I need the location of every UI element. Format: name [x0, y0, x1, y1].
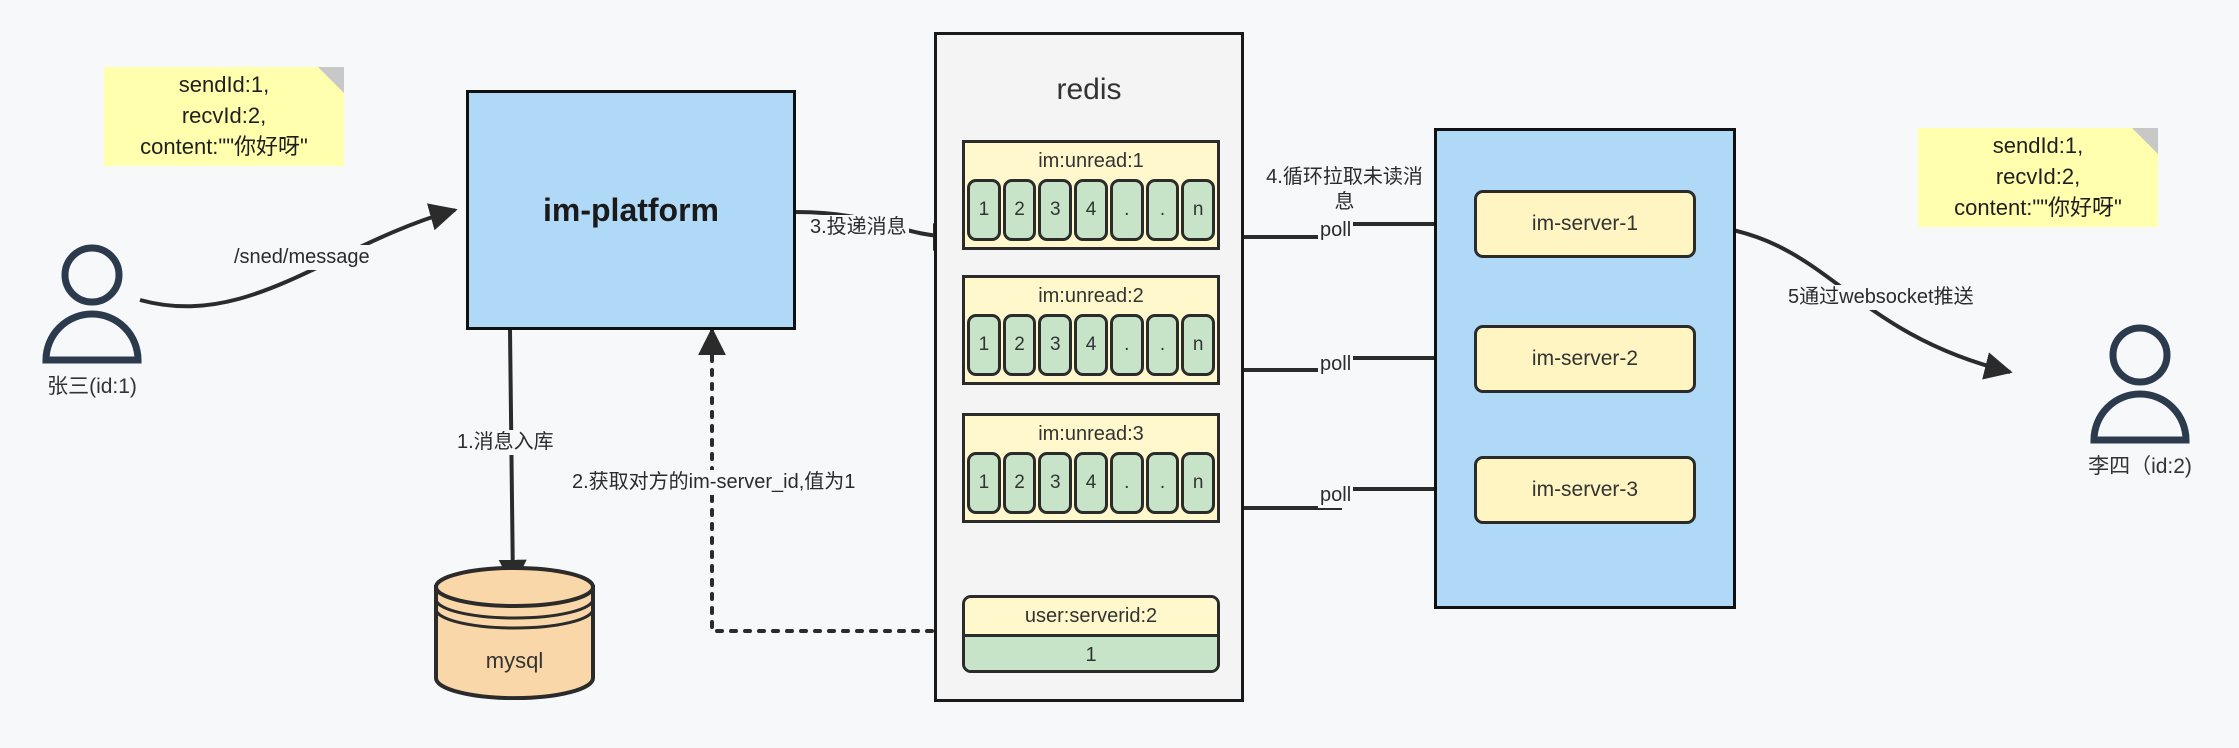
queue-cell: n: [1181, 314, 1216, 376]
queue-cell: 3: [1038, 314, 1073, 376]
user-icon: [2090, 324, 2190, 444]
node-im-server-1[interactable]: im-server-1: [1474, 190, 1696, 258]
redis-kv-user-serverid: user:serverid:2 1: [962, 595, 1220, 673]
edge-label-step4: 4.循环拉取未读消息: [1255, 165, 1434, 215]
note-right-text: sendId:1, recvId:2, content:""你好呀": [1954, 132, 2122, 221]
im-server-1-label: im-server-1: [1531, 212, 1639, 235]
edge-label-step2: 2.获取对方的im-server_id,值为1: [570, 470, 858, 495]
queue-cell: 4: [1074, 314, 1108, 376]
queue-cell: 2: [1002, 452, 1037, 514]
edge-label-step5: 5通过websocket推送: [1786, 285, 1976, 310]
queue-1-cells: 1 2 3 4 . . n: [965, 179, 1217, 244]
queue-2-cells: 1 2 3 4 . . n: [965, 314, 1217, 379]
queue-cell: 2: [1002, 314, 1037, 376]
edge-platform-to-mysql: [498, 329, 527, 588]
node-im-server-3[interactable]: im-server-3: [1474, 456, 1696, 524]
database-cylinder-icon: [434, 566, 595, 701]
note-right: sendId:1, recvId:2, content:""你好呀": [1918, 128, 2158, 227]
queue-cell: 4: [1074, 452, 1108, 514]
edge-label-step3: 3.投递消息: [808, 215, 909, 240]
queue-cell: 4: [1074, 179, 1108, 241]
kv-key: user:serverid:2: [965, 598, 1217, 634]
queue-3-key: im:unread:3: [965, 416, 1217, 452]
actor-sender: 张三(id:1): [32, 240, 152, 398]
queue-cell: .: [1109, 179, 1144, 241]
queue-cell: 3: [1038, 179, 1073, 241]
im-server-3-label: im-server-3: [1531, 478, 1639, 501]
note-left-text: sendId:1, recvId:2, content:""你好呀": [140, 71, 308, 160]
queue-cell: .: [1145, 179, 1180, 241]
user-icon: [42, 244, 142, 364]
redis-queue-2: im:unread:2 1 2 3 4 . . n: [962, 275, 1220, 385]
im-server-2-label: im-server-2: [1531, 347, 1639, 370]
actor-receiver: 李四（id:2): [2080, 320, 2200, 478]
note-left: sendId:1, recvId:2, content:""你好呀": [104, 67, 344, 166]
edge-label-poll-1: poll: [1318, 218, 1354, 243]
kv-value: 1: [965, 634, 1217, 670]
edge-label-poll-2: poll: [1318, 352, 1354, 377]
note-fold-icon: [2132, 128, 2158, 154]
im-platform-label: im-platform: [543, 191, 719, 228]
queue-cell: 1: [967, 452, 1001, 514]
queue-cell: n: [1181, 179, 1216, 241]
edge-label-poll-3: poll: [1318, 483, 1354, 508]
actor-receiver-label: 李四（id:2): [2088, 455, 2192, 478]
queue-cell: 1: [967, 314, 1001, 376]
queue-cell: .: [1109, 314, 1144, 376]
queue-1-key: im:unread:1: [965, 143, 1217, 179]
queue-3-cells: 1 2 3 4 . . n: [965, 452, 1217, 517]
queue-cell: 3: [1038, 452, 1073, 514]
node-mysql[interactable]: mysql: [432, 565, 597, 701]
mysql-label: mysql: [485, 648, 544, 673]
edge-label-step1: 1.消息入库: [455, 430, 556, 455]
redis-title: redis: [1056, 73, 1122, 106]
node-im-server-2[interactable]: im-server-2: [1474, 325, 1696, 393]
queue-cell: 1: [967, 179, 1001, 241]
queue-cell: .: [1109, 452, 1144, 514]
node-im-platform[interactable]: im-platform: [466, 90, 796, 330]
redis-queue-3: im:unread:3 1 2 3 4 . . n: [962, 413, 1220, 523]
queue-2-key: im:unread:2: [965, 278, 1217, 314]
actor-sender-label: 张三(id:1): [47, 375, 137, 398]
queue-cell: .: [1145, 452, 1180, 514]
edge-label-send-message: /sned/message: [232, 245, 372, 270]
redis-queue-1: im:unread:1 1 2 3 4 . . n: [962, 140, 1220, 250]
queue-cell: .: [1145, 314, 1180, 376]
queue-cell: n: [1181, 452, 1216, 514]
note-fold-icon: [318, 67, 344, 93]
queue-cell: 2: [1002, 179, 1037, 241]
